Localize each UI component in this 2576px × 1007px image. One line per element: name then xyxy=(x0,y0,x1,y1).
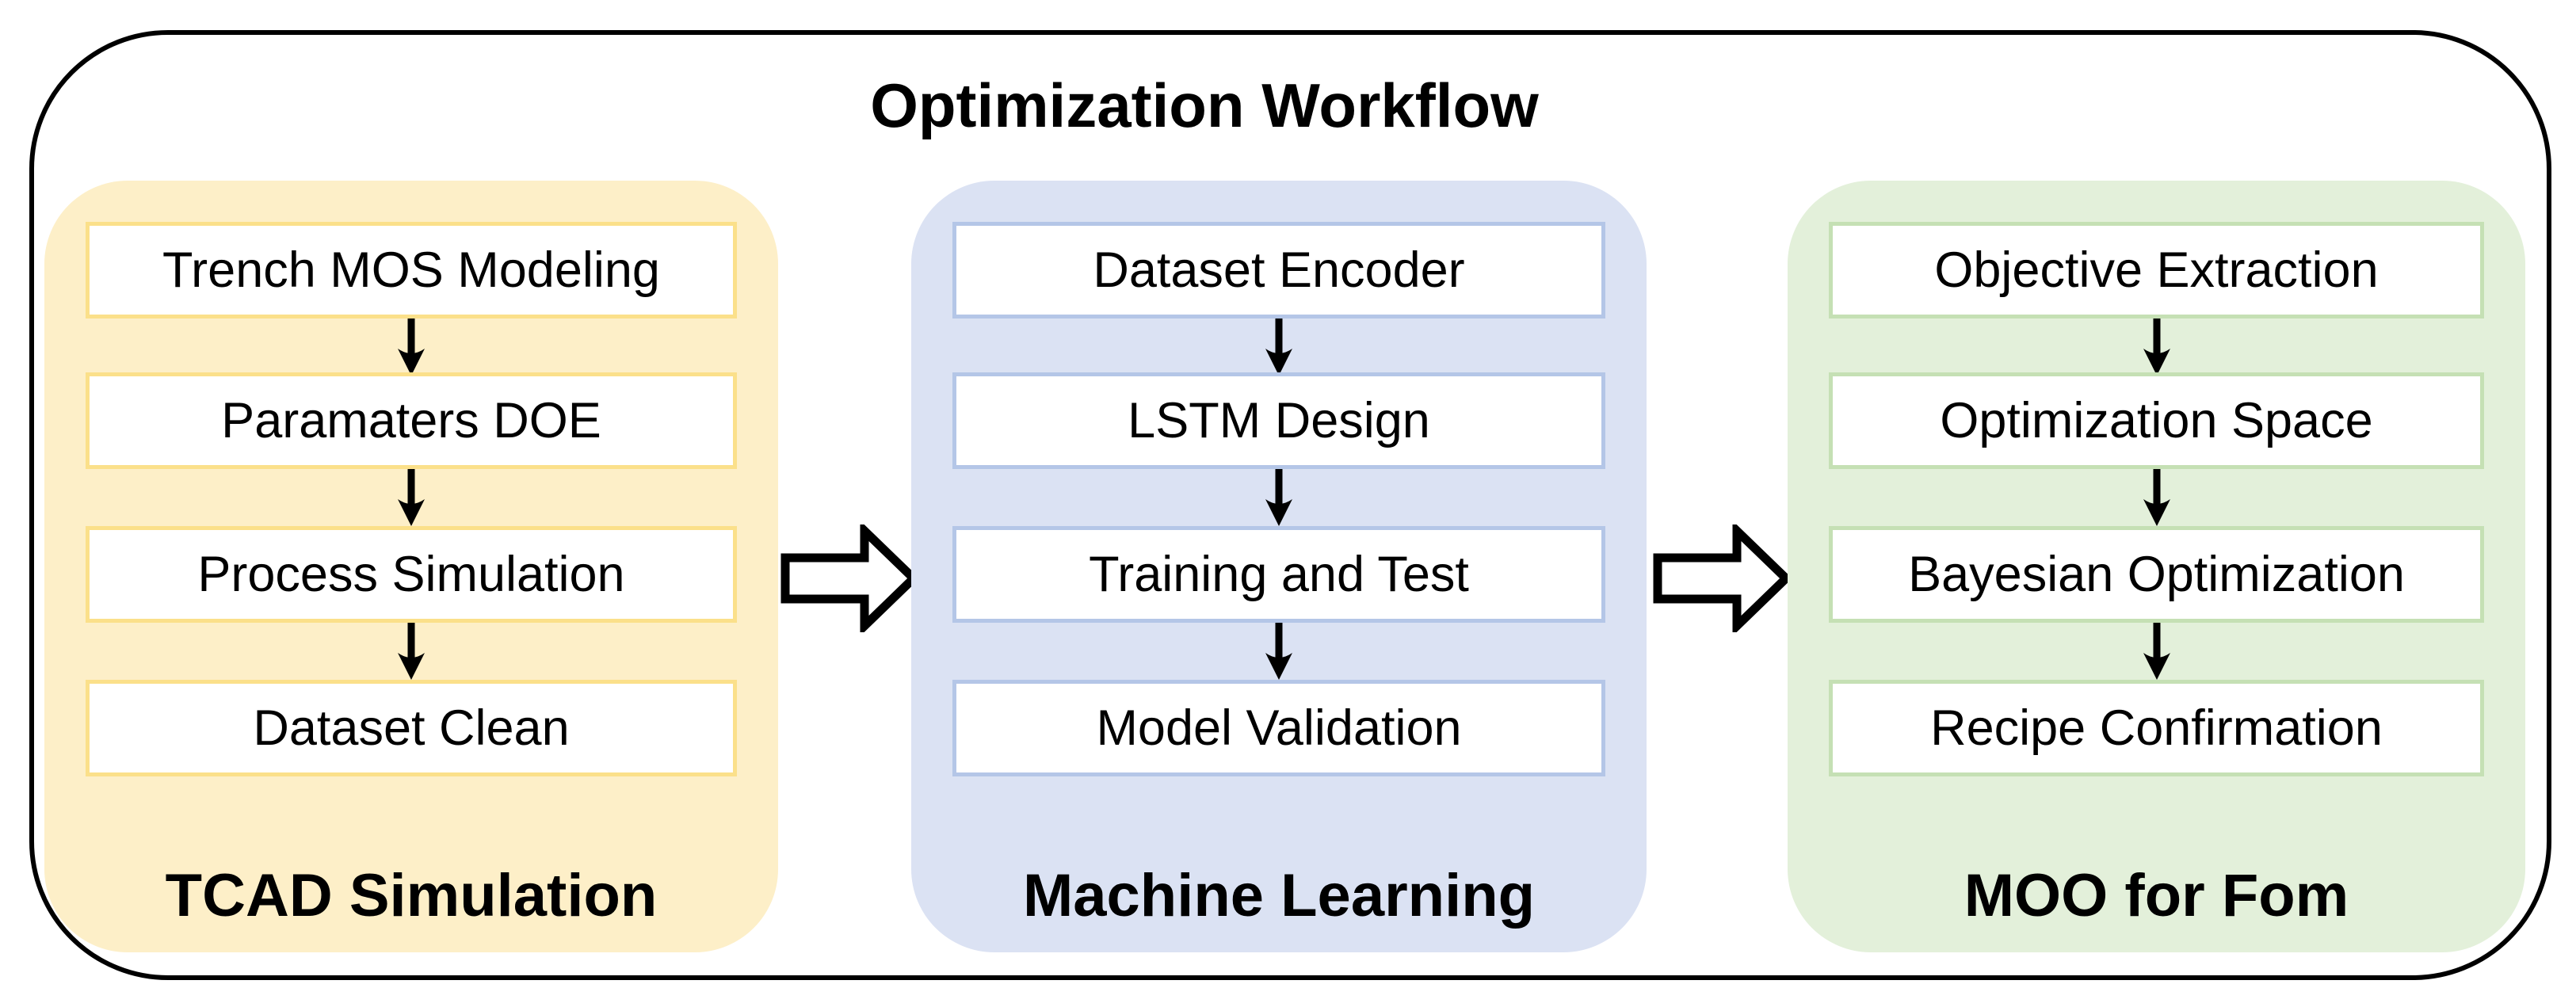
step-box-optimization-space: Optimization Space xyxy=(1829,372,2484,469)
step-label: LSTM Design xyxy=(1128,393,1430,448)
down-arrow-icon xyxy=(398,319,425,376)
step-label: Training and Test xyxy=(1089,547,1469,602)
step-label: Dataset Encoder xyxy=(1093,242,1465,298)
down-arrow-icon xyxy=(2143,319,2170,376)
step-label: Process Simulation xyxy=(197,547,625,602)
step-label: Recipe Confirmation xyxy=(1930,700,2383,756)
step-box-bayesian-optimization: Bayesian Optimization xyxy=(1829,526,2484,623)
panel-machine-learning: Dataset Encoder LSTM Design Training and… xyxy=(911,181,1647,952)
panel-moo-for-fom: Objective Extraction Optimization Space … xyxy=(1788,181,2525,952)
panel-label-machine-learning: Machine Learning xyxy=(1022,862,1536,929)
panel-tcad-simulation: Trench MOS Modeling Paramaters DOE Proce… xyxy=(44,181,778,952)
step-box-dataset-encoder: Dataset Encoder xyxy=(952,222,1605,319)
step-box-trench-mos-modeling: Trench MOS Modeling xyxy=(86,222,737,319)
step-box-recipe-confirmation: Recipe Confirmation xyxy=(1829,680,2484,776)
step-box-dataset-clean: Dataset Clean xyxy=(86,680,737,776)
step-label: Bayesian Optimization xyxy=(1908,547,2405,602)
down-arrow-icon xyxy=(1265,469,1292,526)
down-arrow-icon xyxy=(398,469,425,526)
step-label: Trench MOS Modeling xyxy=(162,242,660,298)
step-box-process-simulation: Process Simulation xyxy=(86,526,737,623)
step-label: Objective Extraction xyxy=(1934,242,2379,298)
panel-label-tcad-simulation: TCAD Simulation xyxy=(165,862,658,929)
down-arrow-icon xyxy=(1265,623,1292,680)
down-arrow-icon xyxy=(2143,623,2170,680)
right-block-arrow-icon xyxy=(780,524,920,632)
step-box-lstm-design: LSTM Design xyxy=(952,372,1605,469)
panel-label-moo-for-fom: MOO for Fom xyxy=(1963,862,2349,929)
step-box-paramaters-doe: Paramaters DOE xyxy=(86,372,737,469)
step-box-model-validation: Model Validation xyxy=(952,680,1605,776)
step-box-training-and-test: Training and Test xyxy=(952,526,1605,623)
down-arrow-icon xyxy=(2143,469,2170,526)
step-label: Paramaters DOE xyxy=(221,393,601,448)
diagram-title: Optimization Workflow xyxy=(870,71,1539,140)
right-block-arrow-icon xyxy=(1653,524,1792,632)
step-label: Model Validation xyxy=(1096,700,1462,756)
down-arrow-icon xyxy=(398,623,425,680)
step-label: Optimization Space xyxy=(1940,393,2373,448)
down-arrow-icon xyxy=(1265,319,1292,376)
step-box-objective-extraction: Objective Extraction xyxy=(1829,222,2484,319)
step-label: Dataset Clean xyxy=(253,700,570,756)
